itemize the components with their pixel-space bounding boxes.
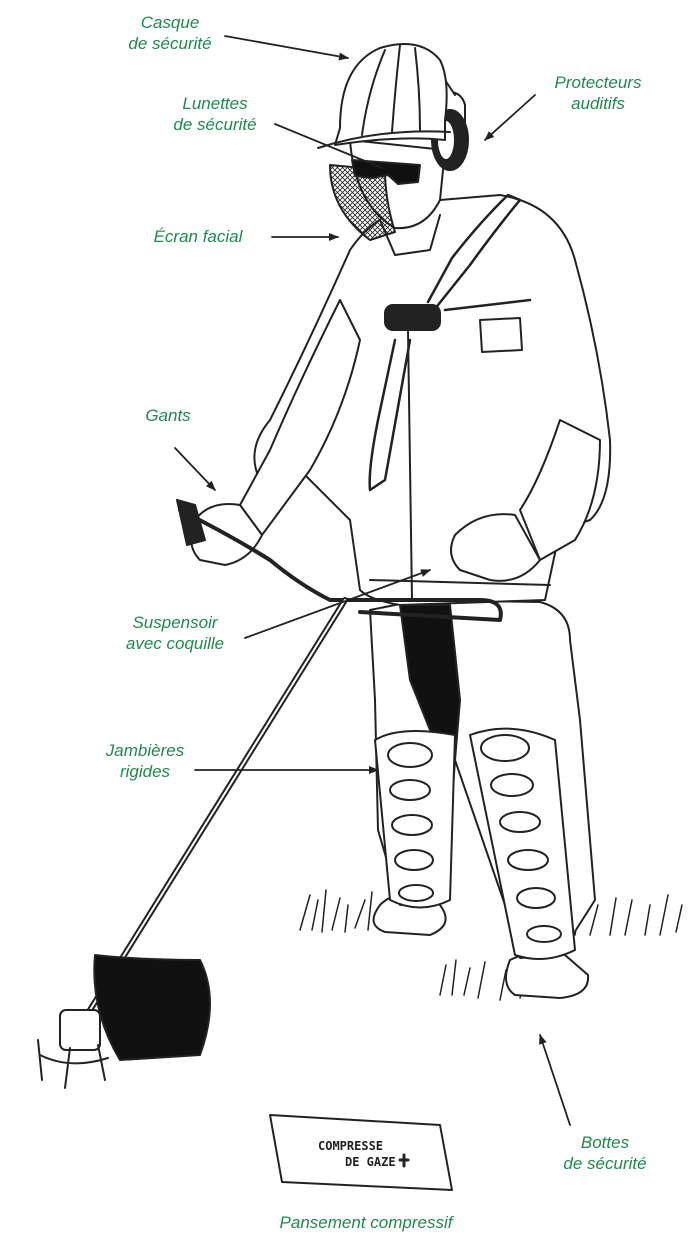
label-safety-glasses: Lunettes de sécurité xyxy=(145,93,285,135)
guard xyxy=(94,955,210,1060)
label-helmet: Casque de sécurité xyxy=(100,12,240,54)
label-gloves: Gants xyxy=(118,405,218,426)
label-face-screen: Écran facial xyxy=(118,226,278,247)
harness-pad xyxy=(385,305,440,330)
label-boots: Bottes de sécurité xyxy=(540,1132,670,1174)
gauze-line-1: COMPRESSE xyxy=(318,1139,383,1153)
grass xyxy=(300,890,682,1000)
label-ear-protectors: Protecteurs auditifs xyxy=(528,72,668,114)
label-leg-guards: Jambières rigides xyxy=(85,740,205,782)
head xyxy=(60,1010,100,1050)
label-dressing: Pansement compressif xyxy=(236,1212,496,1233)
shin-guard-left xyxy=(375,731,455,908)
label-support: Suspensoir avec coquille xyxy=(100,612,250,654)
gauze-line-2: DE GAZE xyxy=(345,1155,396,1169)
helmet xyxy=(335,44,447,145)
